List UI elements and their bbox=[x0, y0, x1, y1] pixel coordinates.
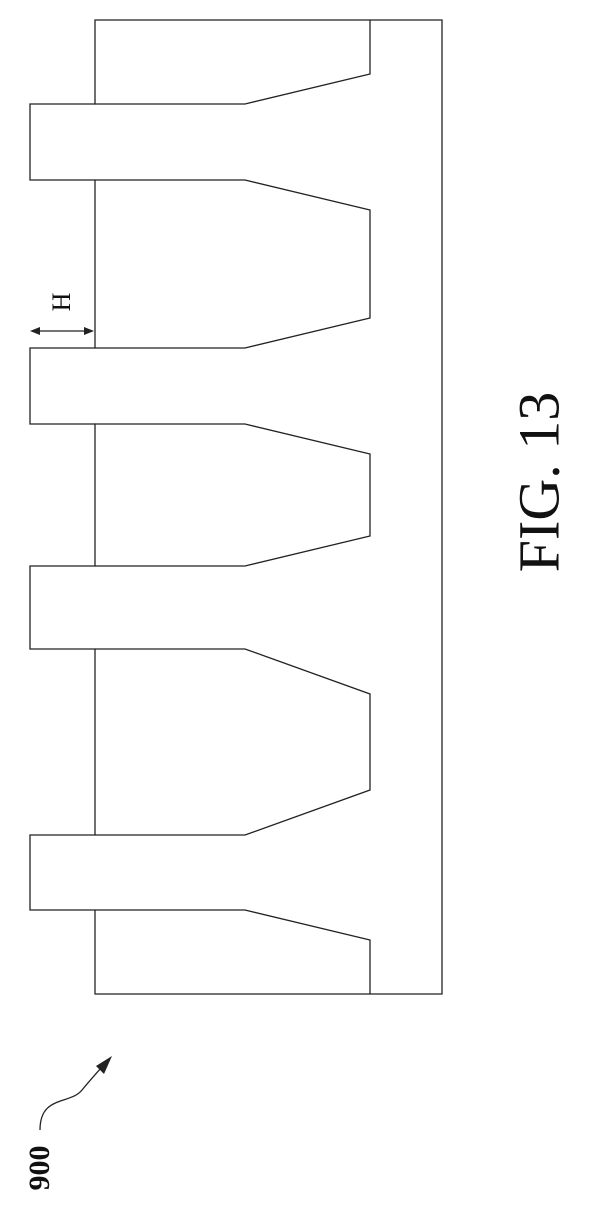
structure-outline bbox=[30, 20, 442, 994]
tooth-segment-1 bbox=[95, 20, 370, 104]
leader-line bbox=[40, 1060, 108, 1130]
reference-900: 900 bbox=[23, 1056, 112, 1191]
dimension-h: H bbox=[30, 292, 94, 335]
pocket-3 bbox=[95, 649, 370, 835]
dimension-arrowhead-right bbox=[84, 327, 94, 335]
reference-numeral: 900 bbox=[23, 1146, 56, 1191]
pocket-2 bbox=[95, 424, 370, 566]
dimension-arrowhead-left bbox=[30, 327, 40, 335]
dimension-label: H bbox=[47, 292, 76, 311]
tooth-segment-4 bbox=[95, 910, 370, 994]
pocket-1 bbox=[95, 180, 370, 348]
figure-caption: FIG. 13 bbox=[506, 392, 571, 572]
